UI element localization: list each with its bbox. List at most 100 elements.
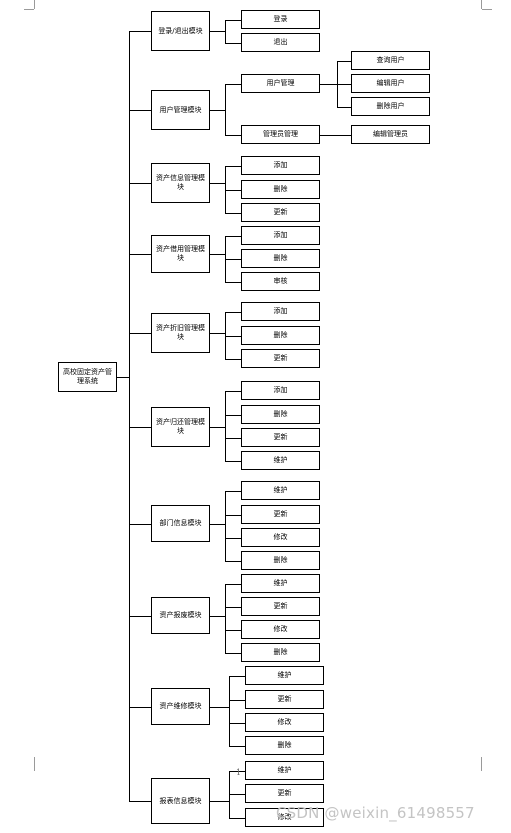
leaf-node: 维护	[241, 481, 320, 500]
connector-line	[210, 801, 229, 802]
leaf-node: 删除	[241, 326, 320, 345]
connector-line	[229, 770, 230, 819]
module-node: 资产折旧管理模块	[151, 313, 210, 353]
connector-line	[129, 183, 151, 184]
leaf-node: 删除	[241, 551, 320, 570]
connector-line	[225, 583, 226, 654]
connector-line	[129, 706, 151, 708]
module-node: 用户管理模块	[151, 90, 210, 130]
connector-line	[225, 83, 226, 136]
connector-line	[210, 254, 225, 255]
leaf-node: 删除	[245, 736, 324, 755]
leaf-node: 更新	[241, 349, 320, 368]
connector-line	[210, 183, 225, 184]
module-node: 登录/退出模块	[151, 11, 210, 51]
connector-line	[225, 390, 241, 392]
crop-mark	[24, 9, 34, 10]
module-node: 资产借用管理模块	[151, 235, 210, 273]
module-node: 报表信息模块	[151, 778, 210, 824]
connector-line	[225, 537, 241, 539]
connector-line	[129, 427, 151, 428]
connector-line	[337, 60, 351, 62]
connector-line	[210, 706, 229, 708]
leaf-node: 删除	[241, 180, 320, 199]
connector-line	[225, 258, 241, 260]
leaf-node: 更新	[245, 784, 324, 803]
leaf-node: 更新	[241, 505, 320, 524]
watermark: CSDN @weixin_61498557	[276, 804, 475, 822]
connector-line	[229, 675, 230, 747]
connector-line	[129, 31, 130, 802]
connector-line	[225, 212, 241, 214]
module-node: 资产维修模块	[151, 688, 210, 725]
connector-line	[229, 675, 245, 677]
leaf-node: 添加	[241, 156, 320, 175]
connector-line	[225, 134, 241, 136]
connector-line	[129, 31, 151, 32]
connector-line	[225, 652, 241, 654]
leaf-node: 更新	[241, 597, 320, 616]
leaf-node: 维护	[245, 666, 324, 685]
crop-mark	[481, 0, 482, 9]
leaf-node: 查询用户	[351, 51, 430, 70]
leaf-node: 修改	[241, 528, 320, 547]
submodule-node: 管理员管理	[241, 125, 320, 144]
connector-line	[129, 254, 151, 255]
connector-line	[229, 699, 245, 701]
connector-line	[129, 333, 151, 334]
connector-line	[320, 134, 351, 136]
connector-line	[129, 110, 151, 111]
connector-line	[225, 42, 241, 44]
leaf-node: 删除	[241, 249, 320, 268]
module-node: 资产报废模块	[151, 597, 210, 634]
leaf-node: 编辑用户	[351, 74, 430, 93]
leaf-node: 更新	[241, 428, 320, 447]
connector-line	[129, 801, 151, 802]
leaf-node: 修改	[245, 713, 324, 732]
leaf-node: 退出	[241, 33, 320, 52]
connector-line	[129, 523, 151, 525]
connector-line	[225, 514, 241, 516]
connector-line	[225, 281, 241, 283]
connector-line	[210, 615, 225, 617]
connector-line	[320, 83, 337, 85]
connector-line	[337, 83, 351, 85]
connector-line	[210, 523, 225, 525]
leaf-node: 审核	[241, 272, 320, 291]
connector-line	[225, 437, 241, 439]
leaf-node: 更新	[245, 690, 324, 709]
module-node: 部门信息模块	[151, 505, 210, 542]
crop-mark	[481, 757, 482, 771]
leaf-node: 修改	[241, 620, 320, 639]
connector-line	[225, 83, 241, 85]
connector-line	[225, 335, 241, 337]
leaf-node: 编辑管理员	[351, 125, 430, 144]
connector-line	[225, 414, 241, 416]
module-node: 资产信息管理模块	[151, 163, 210, 203]
connector-line	[225, 19, 241, 21]
leaf-node: 删除用户	[351, 97, 430, 116]
connector-line	[225, 311, 241, 313]
connector-line	[229, 770, 245, 772]
connector-line	[210, 31, 225, 32]
submodule-node: 用户管理	[241, 74, 320, 93]
leaf-node: 维护	[241, 451, 320, 470]
leaf-node: 维护	[245, 761, 324, 780]
connector-line	[225, 390, 226, 462]
leaf-node: 删除	[241, 643, 320, 662]
connector-line	[129, 615, 151, 617]
leaf-node: 登录	[241, 10, 320, 29]
connector-line	[225, 165, 241, 167]
connector-line	[225, 583, 241, 585]
connector-line	[229, 793, 245, 795]
connector-line	[210, 110, 225, 111]
connector-line	[225, 189, 241, 191]
leaf-node: 添加	[241, 302, 320, 321]
module-node: 资产归还管理模块	[151, 407, 210, 447]
connector-line	[337, 106, 351, 108]
connector-line	[229, 722, 245, 724]
connector-line	[225, 19, 226, 44]
connector-line	[225, 235, 241, 237]
leaf-node: 添加	[241, 226, 320, 245]
